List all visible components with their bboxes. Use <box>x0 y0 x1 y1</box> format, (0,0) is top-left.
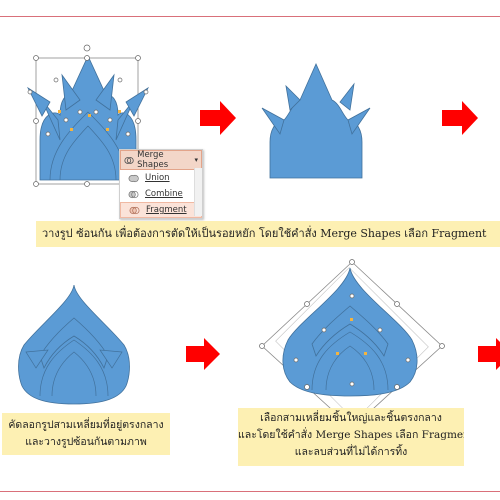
step1-triangle[interactable] <box>95 73 115 111</box>
caption-step1: วางรูป ซ้อนกัน เพื่อต้องการตัดให้เป็นรอย… <box>36 221 500 247</box>
step1-result-shape <box>261 63 371 179</box>
step1-triangle[interactable] <box>26 86 51 117</box>
top-border <box>0 16 500 17</box>
merge-shapes-button[interactable]: Merge Shapes ▾ <box>120 150 202 170</box>
caption-step2: คัดลอกรูปสามเหลี่ยมที่อยู่ตรงกลาง และวาง… <box>2 413 170 455</box>
step1-triangle[interactable] <box>125 86 150 117</box>
menu-item-label: Union <box>145 173 170 183</box>
merge-shapes-menu[interactable]: Merge Shapes ▾ Union Combine Fragment <box>119 149 203 219</box>
merge-shapes-icon <box>124 156 134 164</box>
bottom-border <box>0 491 500 492</box>
menu-item-label: Combine <box>145 189 183 199</box>
step3-flame[interactable] <box>259 259 445 431</box>
caption-line: เลือกสามเหลี่ยมชิ้นใหญ่และชิ้นตรงกลาง <box>260 412 442 424</box>
menu-item-combine[interactable]: Combine <box>120 186 202 202</box>
chevron-down-icon: ▾ <box>194 156 198 164</box>
combine-icon <box>128 190 139 198</box>
menu-item-union[interactable]: Union <box>120 170 202 186</box>
arrow-right-icon <box>442 101 478 135</box>
arrow-right-icon <box>186 338 220 370</box>
arrow-right-icon <box>478 338 500 370</box>
menu-item-label: Fragment <box>146 205 187 215</box>
step1-triangle[interactable] <box>115 99 135 141</box>
menu-scrollbar[interactable] <box>194 168 202 216</box>
step1-triangle[interactable] <box>41 99 61 141</box>
arrow-right-icon <box>200 101 236 135</box>
caption-line: และโดยใช้คำสั่ง Merge Shapes เลือก Fragm… <box>238 429 464 441</box>
caption-step3: เลือกสามเหลี่ยมชิ้นใหญ่และชิ้นตรงกลาง แล… <box>238 408 464 466</box>
merge-shapes-label: Merge Shapes <box>137 150 169 170</box>
caption-line: คัดลอกรูปสามเหลี่ยมที่อยู่ตรงกลาง <box>8 419 164 431</box>
selection-handles[interactable] <box>259 259 445 431</box>
union-icon <box>128 174 139 182</box>
step2-flame <box>18 284 130 405</box>
step1-shapes[interactable] <box>26 44 150 187</box>
fragment-icon <box>129 206 140 214</box>
caption-line: และลบส่วนที่ไม่ได้การทิ้ง <box>294 446 408 458</box>
menu-item-fragment[interactable]: Fragment <box>120 202 202 218</box>
caption-line: และวางรูปซ้อนกันตามภาพ <box>25 436 147 448</box>
caption-text: วางรูป ซ้อนกัน เพื่อต้องการตัดให้เป็นรอย… <box>42 227 487 240</box>
step1-triangle[interactable] <box>61 73 81 111</box>
